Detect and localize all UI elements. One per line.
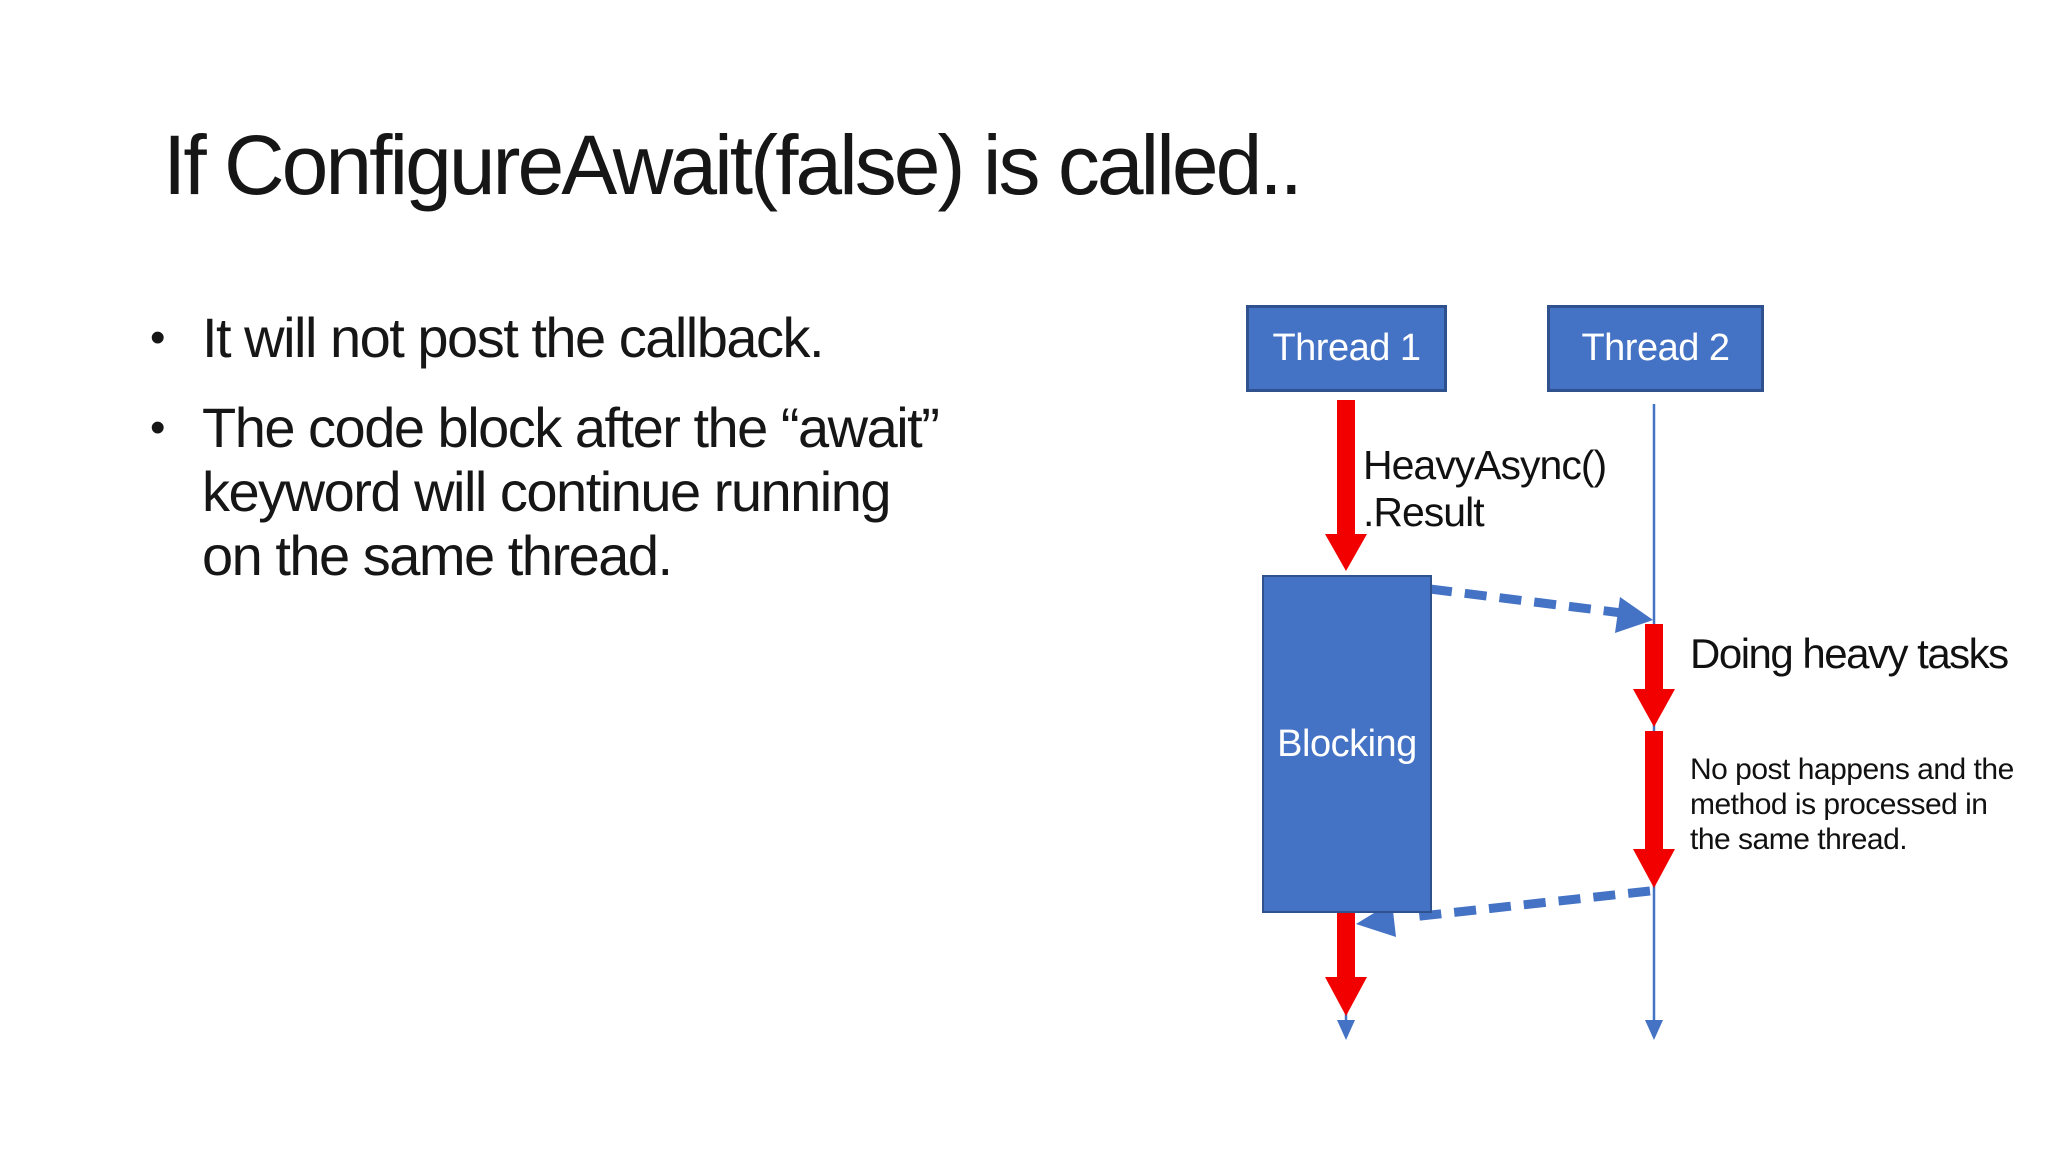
thread2-label: Thread 2: [1581, 327, 1730, 369]
thread2-lifeline-arrowhead-icon: [1645, 1020, 1663, 1040]
thread1-box: Thread 1: [1246, 305, 1447, 392]
heavy-tasks-label: Doing heavy tasks: [1690, 630, 2009, 677]
red-call-arrow: [1325, 400, 1367, 571]
slide-title: If ConfigureAwait(false) is called..: [163, 118, 1303, 212]
bullet-line: on the same thread.: [202, 524, 673, 587]
thread1-lifeline-arrowhead-icon: [1337, 1020, 1355, 1040]
dashed-dispatch-arrow: [1429, 584, 1623, 618]
red-heavy-task-arrow-lower: [1633, 731, 1675, 888]
bullet-text: It will not post the callback.: [202, 306, 825, 370]
red-heavy-task-arrow-upper: [1633, 624, 1675, 727]
call-label: HeavyAsync() .Result: [1363, 442, 1607, 536]
bullet-line: The code block after the “await”: [202, 396, 940, 459]
call-label-line1: HeavyAsync(): [1363, 442, 1607, 488]
no-post-note-line: the same thread.: [1690, 823, 1908, 856]
blocking-box: Blocking: [1262, 575, 1432, 913]
bullet-marker: •: [150, 403, 166, 452]
call-label-line2: .Result: [1363, 489, 1485, 535]
bullet-marker: •: [150, 313, 166, 362]
no-post-note-line: method is processed in: [1690, 788, 1988, 821]
blocking-label: Blocking: [1277, 722, 1417, 765]
dashed-dispatch-arrowhead-icon: [1615, 597, 1653, 633]
thread1-label: Thread 1: [1272, 327, 1421, 369]
dashed-return-arrow: [1411, 886, 1651, 922]
bullet-text: The code block after the “await” keyword…: [202, 396, 940, 588]
bullet-line: It will not post the callback.: [202, 306, 825, 369]
bullet-list: • It will not post the callback. • The c…: [150, 306, 1130, 588]
thread2-box: Thread 2: [1547, 305, 1764, 392]
bullet-item: • It will not post the callback.: [150, 306, 1130, 370]
bullet-line: keyword will continue running: [202, 460, 892, 523]
no-post-note-line: No post happens and the: [1690, 753, 2014, 786]
red-resume-arrow: [1325, 913, 1367, 1016]
no-post-note: No post happens and the method is proces…: [1690, 752, 2014, 857]
bullet-item: • The code block after the “await” keywo…: [150, 396, 1130, 588]
